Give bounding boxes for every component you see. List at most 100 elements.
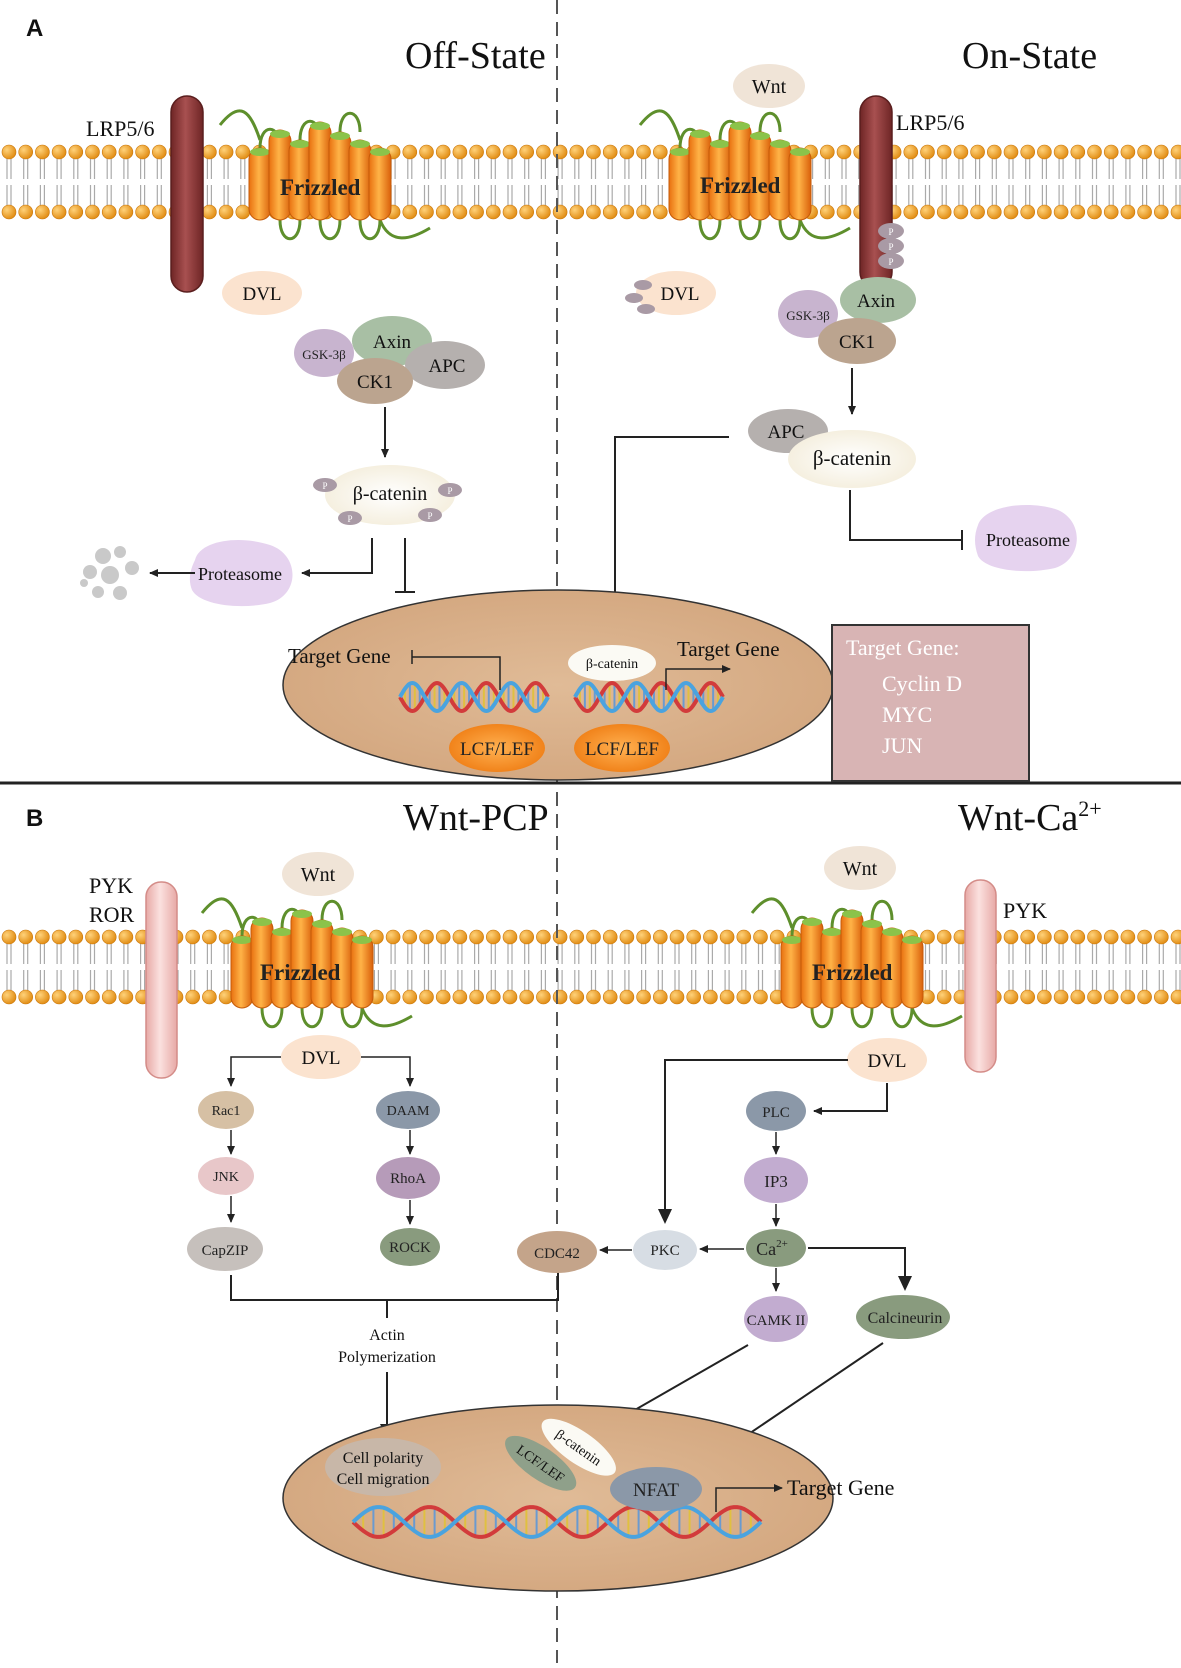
off-axin-label: Axin xyxy=(373,332,412,353)
on-lrp-phospho-2 xyxy=(878,238,904,254)
on-lrp-phospho-1-label: P xyxy=(888,227,893,237)
on-proteasome xyxy=(975,505,1077,572)
lipid-head xyxy=(903,204,919,220)
lipid-head xyxy=(18,989,34,1005)
lipid-head xyxy=(536,989,551,1005)
frizzled-helix-cap xyxy=(270,130,290,138)
lipid-head xyxy=(419,204,434,220)
fragment-3 xyxy=(83,565,97,579)
lipid-head xyxy=(936,929,952,945)
lipid-head xyxy=(1087,929,1102,945)
lipid-head xyxy=(936,989,952,1005)
lipid-head xyxy=(1020,989,1035,1005)
panel-a-nucleus xyxy=(282,589,834,781)
on-proteasome-label: Proteasome xyxy=(986,530,1070,550)
lipid-head xyxy=(1120,989,1136,1005)
lipid-head xyxy=(986,204,1002,220)
pcp-capzip xyxy=(187,1227,263,1271)
lipid-head xyxy=(602,929,618,945)
panel-b-letter: B xyxy=(26,805,43,832)
pcp-actin-line1: Actin xyxy=(369,1327,405,1344)
lipid-head xyxy=(686,989,702,1005)
lipid-head xyxy=(235,204,251,220)
frizzled-helix-cap xyxy=(292,910,312,918)
ca-wnt xyxy=(824,846,896,890)
lipid-head xyxy=(385,929,401,945)
lipid-head xyxy=(586,144,601,160)
lipid-head xyxy=(235,144,251,160)
lipid-head xyxy=(1,929,17,945)
lipid-head xyxy=(519,929,535,945)
lipid-head xyxy=(502,204,518,220)
off-lrp-receptor xyxy=(170,95,204,293)
off-dna-helix xyxy=(398,680,550,714)
frizzled-helix-cap xyxy=(822,928,842,936)
lipid-head xyxy=(1003,204,1019,220)
frizzled-helix-cap xyxy=(352,936,372,944)
lipid-head xyxy=(469,989,484,1005)
pcp-arrow-dvl-to-daam xyxy=(361,1056,414,1087)
frizzled-helix-cap xyxy=(770,140,790,148)
lipid-head xyxy=(18,929,34,945)
target-gene-box-bg xyxy=(831,624,1030,782)
frizzled-helix xyxy=(290,909,314,1009)
ca-arrow-dvl-to-plc xyxy=(813,1083,888,1115)
lipid-head xyxy=(519,989,535,1005)
lipid-head xyxy=(1154,204,1169,220)
nuclear-bcatenin-label: β-catenin xyxy=(586,657,638,672)
ca-frizzled-receptor xyxy=(750,897,963,1029)
frizzled-helix xyxy=(308,121,332,221)
on-axin-label: Axin xyxy=(857,291,896,312)
lipid-head xyxy=(719,929,735,945)
lipid-head xyxy=(1003,144,1019,160)
wnt-ca-title: Wnt-Ca2+ xyxy=(958,796,1102,839)
frizzled-helix-cap xyxy=(332,928,352,936)
pcp-daam xyxy=(376,1091,440,1129)
target-gene-box-heading: Target Gene: xyxy=(846,635,960,660)
on-dvl-phospho xyxy=(625,280,655,314)
lipid-head xyxy=(218,144,234,160)
off-phospho-1 xyxy=(313,478,337,492)
target-gene-box: Target Gene: Cyclin D MYC JUN xyxy=(831,624,1030,782)
lipid-head xyxy=(1087,204,1102,220)
lipid-head xyxy=(485,144,501,160)
lipid-head xyxy=(1120,929,1136,945)
lipid-head xyxy=(552,204,568,220)
lipid-head xyxy=(602,204,618,220)
lipid-head xyxy=(435,204,451,220)
lipid-head xyxy=(485,204,501,220)
on-frizzled-label: Frizzled xyxy=(700,173,781,198)
ca-nuclear-lcf-lef xyxy=(505,1435,577,1491)
pcp-daam-label: DAAM xyxy=(387,1104,430,1119)
degraded-fragments xyxy=(80,546,139,600)
lipid-head xyxy=(1137,989,1152,1005)
ca-arrow-dvl-to-pkc xyxy=(658,1059,848,1224)
nuclear-bcatenin xyxy=(568,645,656,681)
on-lrp-phospho-3-label: P xyxy=(888,257,893,267)
ca-plc xyxy=(746,1091,806,1131)
on-dvl-phospho-1 xyxy=(634,280,652,290)
on-gsk xyxy=(778,290,838,338)
off-gsk xyxy=(294,329,354,377)
off-lcf-lef xyxy=(449,724,545,772)
on-ck1-label: CK1 xyxy=(839,332,875,353)
lipid-head xyxy=(586,204,601,220)
off-phospho-1-label: P xyxy=(322,481,327,491)
frizzled-helix-cap xyxy=(350,140,370,148)
ca-pyk-receptor xyxy=(964,879,997,1073)
lipid-head xyxy=(736,929,752,945)
lipid-head xyxy=(569,204,585,220)
lipid-head xyxy=(669,989,685,1005)
off-proteasome xyxy=(189,540,293,607)
panel-a-nucleus-section: Target Gene β-catenin Target Gene LCF/LE… xyxy=(282,589,834,781)
on-axin xyxy=(840,277,916,323)
lipid-head xyxy=(202,144,217,160)
lipid-head xyxy=(1053,989,1069,1005)
on-dvl xyxy=(636,271,716,315)
pcp-jnk xyxy=(198,1157,254,1195)
target-gene-item-1: Cyclin D xyxy=(882,671,962,696)
frizzled-helix xyxy=(728,121,752,221)
lipid-head xyxy=(118,144,134,160)
lipid-head xyxy=(1053,929,1069,945)
frizzled-helix-cap xyxy=(882,928,902,936)
